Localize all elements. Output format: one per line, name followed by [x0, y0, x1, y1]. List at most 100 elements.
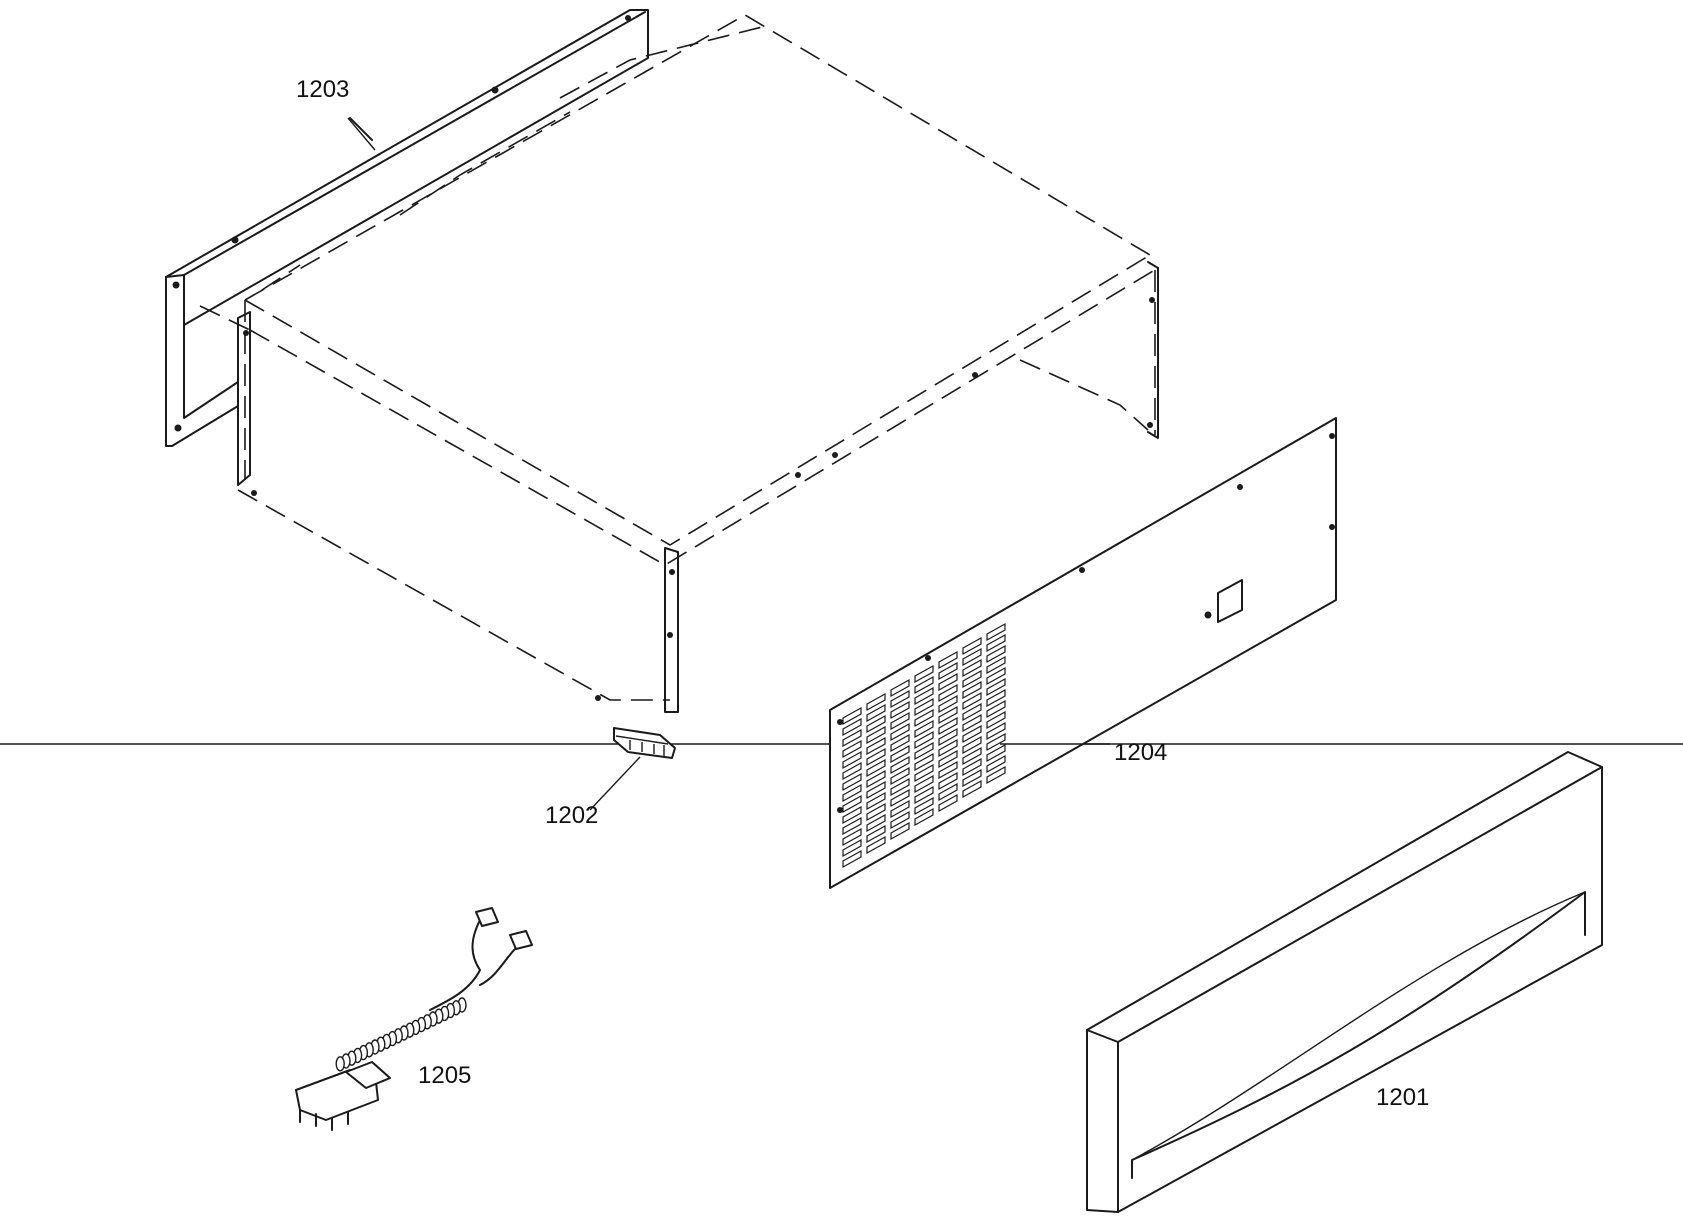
grille-slot: [938, 683, 958, 703]
grille-slot: [866, 758, 886, 778]
grille-slot: [938, 749, 958, 769]
grille-slot: [986, 622, 1006, 642]
grille-slot: [866, 769, 886, 789]
grille-slot: [842, 816, 862, 836]
grille-slot: [842, 739, 862, 759]
grille-slot: [890, 744, 910, 764]
grille-slot: [938, 793, 958, 813]
grille-slot: [962, 768, 982, 788]
grille-slot: [866, 692, 886, 712]
grille-slot: [842, 838, 862, 858]
grille-slot: [866, 813, 886, 833]
grille-slot: [938, 672, 958, 692]
grille-slot: [842, 794, 862, 814]
grille-slot: [986, 655, 1006, 675]
grille-slot: [842, 706, 862, 726]
grille-slot: [842, 849, 862, 869]
grille-slot: [986, 732, 1006, 752]
grille-slot: [842, 728, 862, 748]
grille-slot: [914, 708, 934, 728]
part-1204-grille-panel[interactable]: [829, 417, 1337, 889]
grille-slot: [914, 774, 934, 794]
grille-slot: [962, 757, 982, 777]
grille-slot: [866, 835, 886, 855]
grille-slot: [962, 735, 982, 755]
grille-slot: [962, 691, 982, 711]
grille-slot: [866, 824, 886, 844]
grille-slot: [866, 725, 886, 745]
grille-slot: [938, 782, 958, 802]
grille-slot: [986, 699, 1006, 719]
grille-slot: [986, 633, 1006, 653]
grille-slot: [866, 736, 886, 756]
grille-vent-slots: [842, 622, 1006, 869]
grille-slot: [866, 780, 886, 800]
grille-slot: [842, 772, 862, 792]
grille-slot: [962, 680, 982, 700]
grille-slot: [962, 636, 982, 656]
label-1204: 1204: [1114, 739, 1167, 766]
grille-slot: [986, 721, 1006, 741]
part-1205-wire-harness[interactable]: [295, 907, 533, 1131]
grille-slot: [890, 711, 910, 731]
grille-slot: [938, 760, 958, 780]
cabinet-outline: [199, 14, 1159, 713]
grille-slot: [890, 766, 910, 786]
grille-slot: [986, 754, 1006, 774]
grille-slot: [890, 777, 910, 797]
grille-slot: [914, 741, 934, 761]
grille-slot: [842, 750, 862, 770]
grille-slot: [866, 802, 886, 822]
grille-slot: [938, 705, 958, 725]
grille-slot: [962, 669, 982, 689]
grille-slot: [962, 746, 982, 766]
grille-slot: [866, 791, 886, 811]
grille-slot: [842, 761, 862, 781]
grille-slot: [914, 686, 934, 706]
grille-slot: [938, 650, 958, 670]
grille-slot: [962, 724, 982, 744]
grille-slot: [914, 719, 934, 739]
grille-slot: [914, 664, 934, 684]
grille-slot: [962, 702, 982, 722]
leader-1203: [347, 117, 376, 151]
grille-slot: [890, 678, 910, 698]
grille-slot: [986, 765, 1006, 785]
part-1201-front-cover[interactable]: [1086, 751, 1603, 1213]
grille-slot: [842, 827, 862, 847]
coil-loop: [335, 1056, 345, 1072]
part-1203-rail[interactable]: [165, 9, 649, 447]
grille-slot: [986, 677, 1006, 697]
label-1203: 1203: [296, 76, 349, 103]
grille-slot: [938, 738, 958, 758]
grille-slot: [986, 710, 1006, 730]
part-1202-connector[interactable]: [589, 727, 676, 811]
grille-slot: [914, 763, 934, 783]
grille-slot: [914, 697, 934, 717]
grille-slot: [890, 788, 910, 808]
grille-slot: [914, 675, 934, 695]
grille-slot: [866, 703, 886, 723]
label-1205: 1205: [418, 1062, 471, 1089]
grille-slot: [890, 700, 910, 720]
grille-slot: [914, 796, 934, 816]
grille-slot: [890, 733, 910, 753]
grille-slot: [890, 755, 910, 775]
grille-slot: [986, 743, 1006, 763]
grille-slot: [962, 658, 982, 678]
grille-slot: [914, 752, 934, 772]
grille-slot: [842, 717, 862, 737]
grille-slot: [914, 785, 934, 805]
grille-slot: [890, 799, 910, 819]
grille-slot: [890, 810, 910, 830]
grille-slot: [938, 727, 958, 747]
grille-slot: [890, 722, 910, 742]
grille-slot: [890, 821, 910, 841]
grille-slot: [914, 807, 934, 827]
harness-coil: [335, 997, 467, 1072]
grille-slot: [914, 730, 934, 750]
grille-slot: [866, 747, 886, 767]
grille-slot: [938, 771, 958, 791]
grille-slot: [962, 647, 982, 667]
grille-slot: [962, 713, 982, 733]
